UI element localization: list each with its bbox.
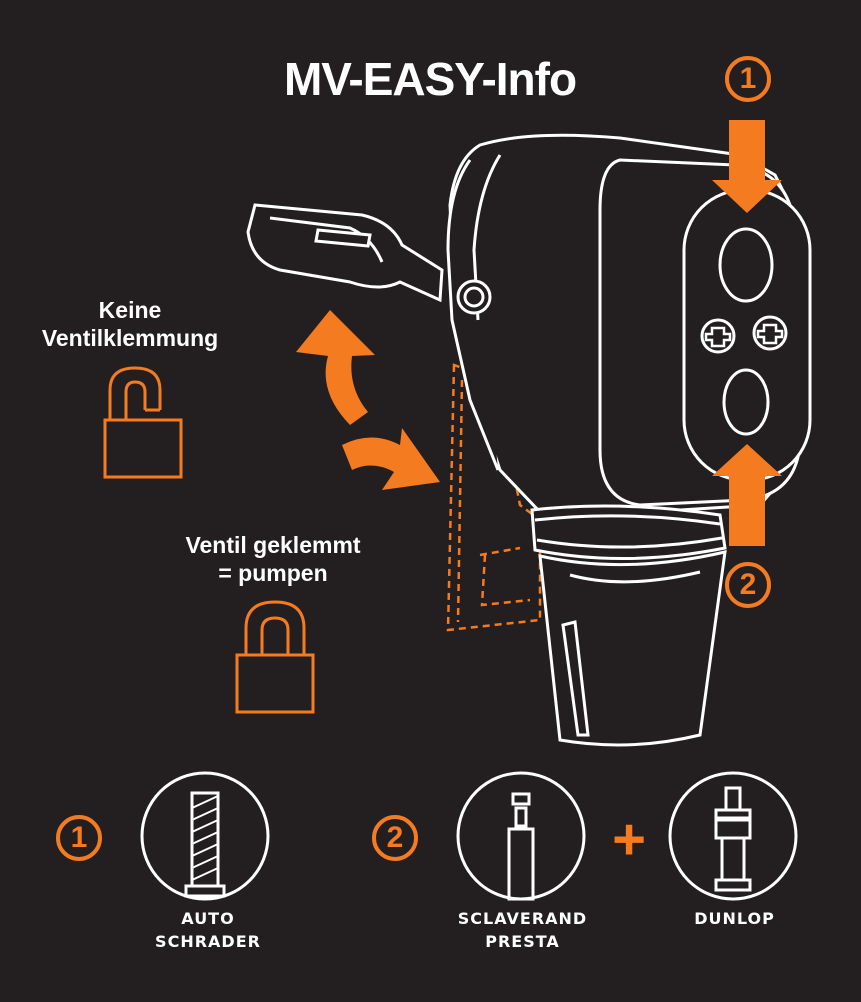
label-no-valve-clamping-line1: Keine bbox=[98, 297, 162, 323]
rotation-arrow-icon bbox=[296, 310, 440, 490]
schrader-label-line2: SCHRADER bbox=[155, 932, 261, 951]
unlocked-padlock-icon bbox=[103, 366, 183, 479]
head-number-2-badge: 2 bbox=[725, 562, 771, 608]
label-valve-clamped: Ventil geklemmt = pumpen bbox=[168, 531, 378, 587]
schrader-valve-icon bbox=[140, 771, 270, 901]
dunlop-valve-icon bbox=[668, 771, 798, 901]
label-valve-clamped-line2: = pumpen bbox=[218, 560, 328, 586]
valve-group-1-badge: 1 bbox=[56, 815, 102, 861]
presta-label-line2: PRESTA bbox=[485, 932, 560, 951]
insert-arrow-top-icon bbox=[712, 120, 782, 213]
pump-head-body bbox=[246, 133, 812, 747]
locked-padlock-icon bbox=[235, 600, 315, 714]
label-no-valve-clamping-line2: Ventilklemmung bbox=[41, 325, 219, 351]
valve-group-2-badge: 2 bbox=[372, 815, 418, 861]
dunlop-label-line1: DUNLOP bbox=[694, 909, 775, 928]
presta-valve-icon bbox=[456, 771, 586, 901]
presta-valve-label: SCLAVERAND PRESTA bbox=[440, 907, 605, 953]
schrader-valve-label: AUTO SCHRADER bbox=[128, 907, 288, 953]
insert-arrow-bottom-icon bbox=[712, 444, 782, 546]
schrader-label-line1: AUTO bbox=[181, 909, 235, 928]
label-valve-clamped-line1: Ventil geklemmt bbox=[185, 532, 361, 558]
label-no-valve-clamping: Keine Ventilklemmung bbox=[30, 296, 230, 352]
presta-label-line1: SCLAVERAND bbox=[457, 909, 588, 928]
page-title: MV-EASY-Info bbox=[283, 53, 577, 105]
dunlop-valve-label: DUNLOP bbox=[662, 907, 807, 930]
head-number-1-badge: 1 bbox=[725, 56, 771, 102]
plus-icon: + bbox=[612, 807, 646, 872]
